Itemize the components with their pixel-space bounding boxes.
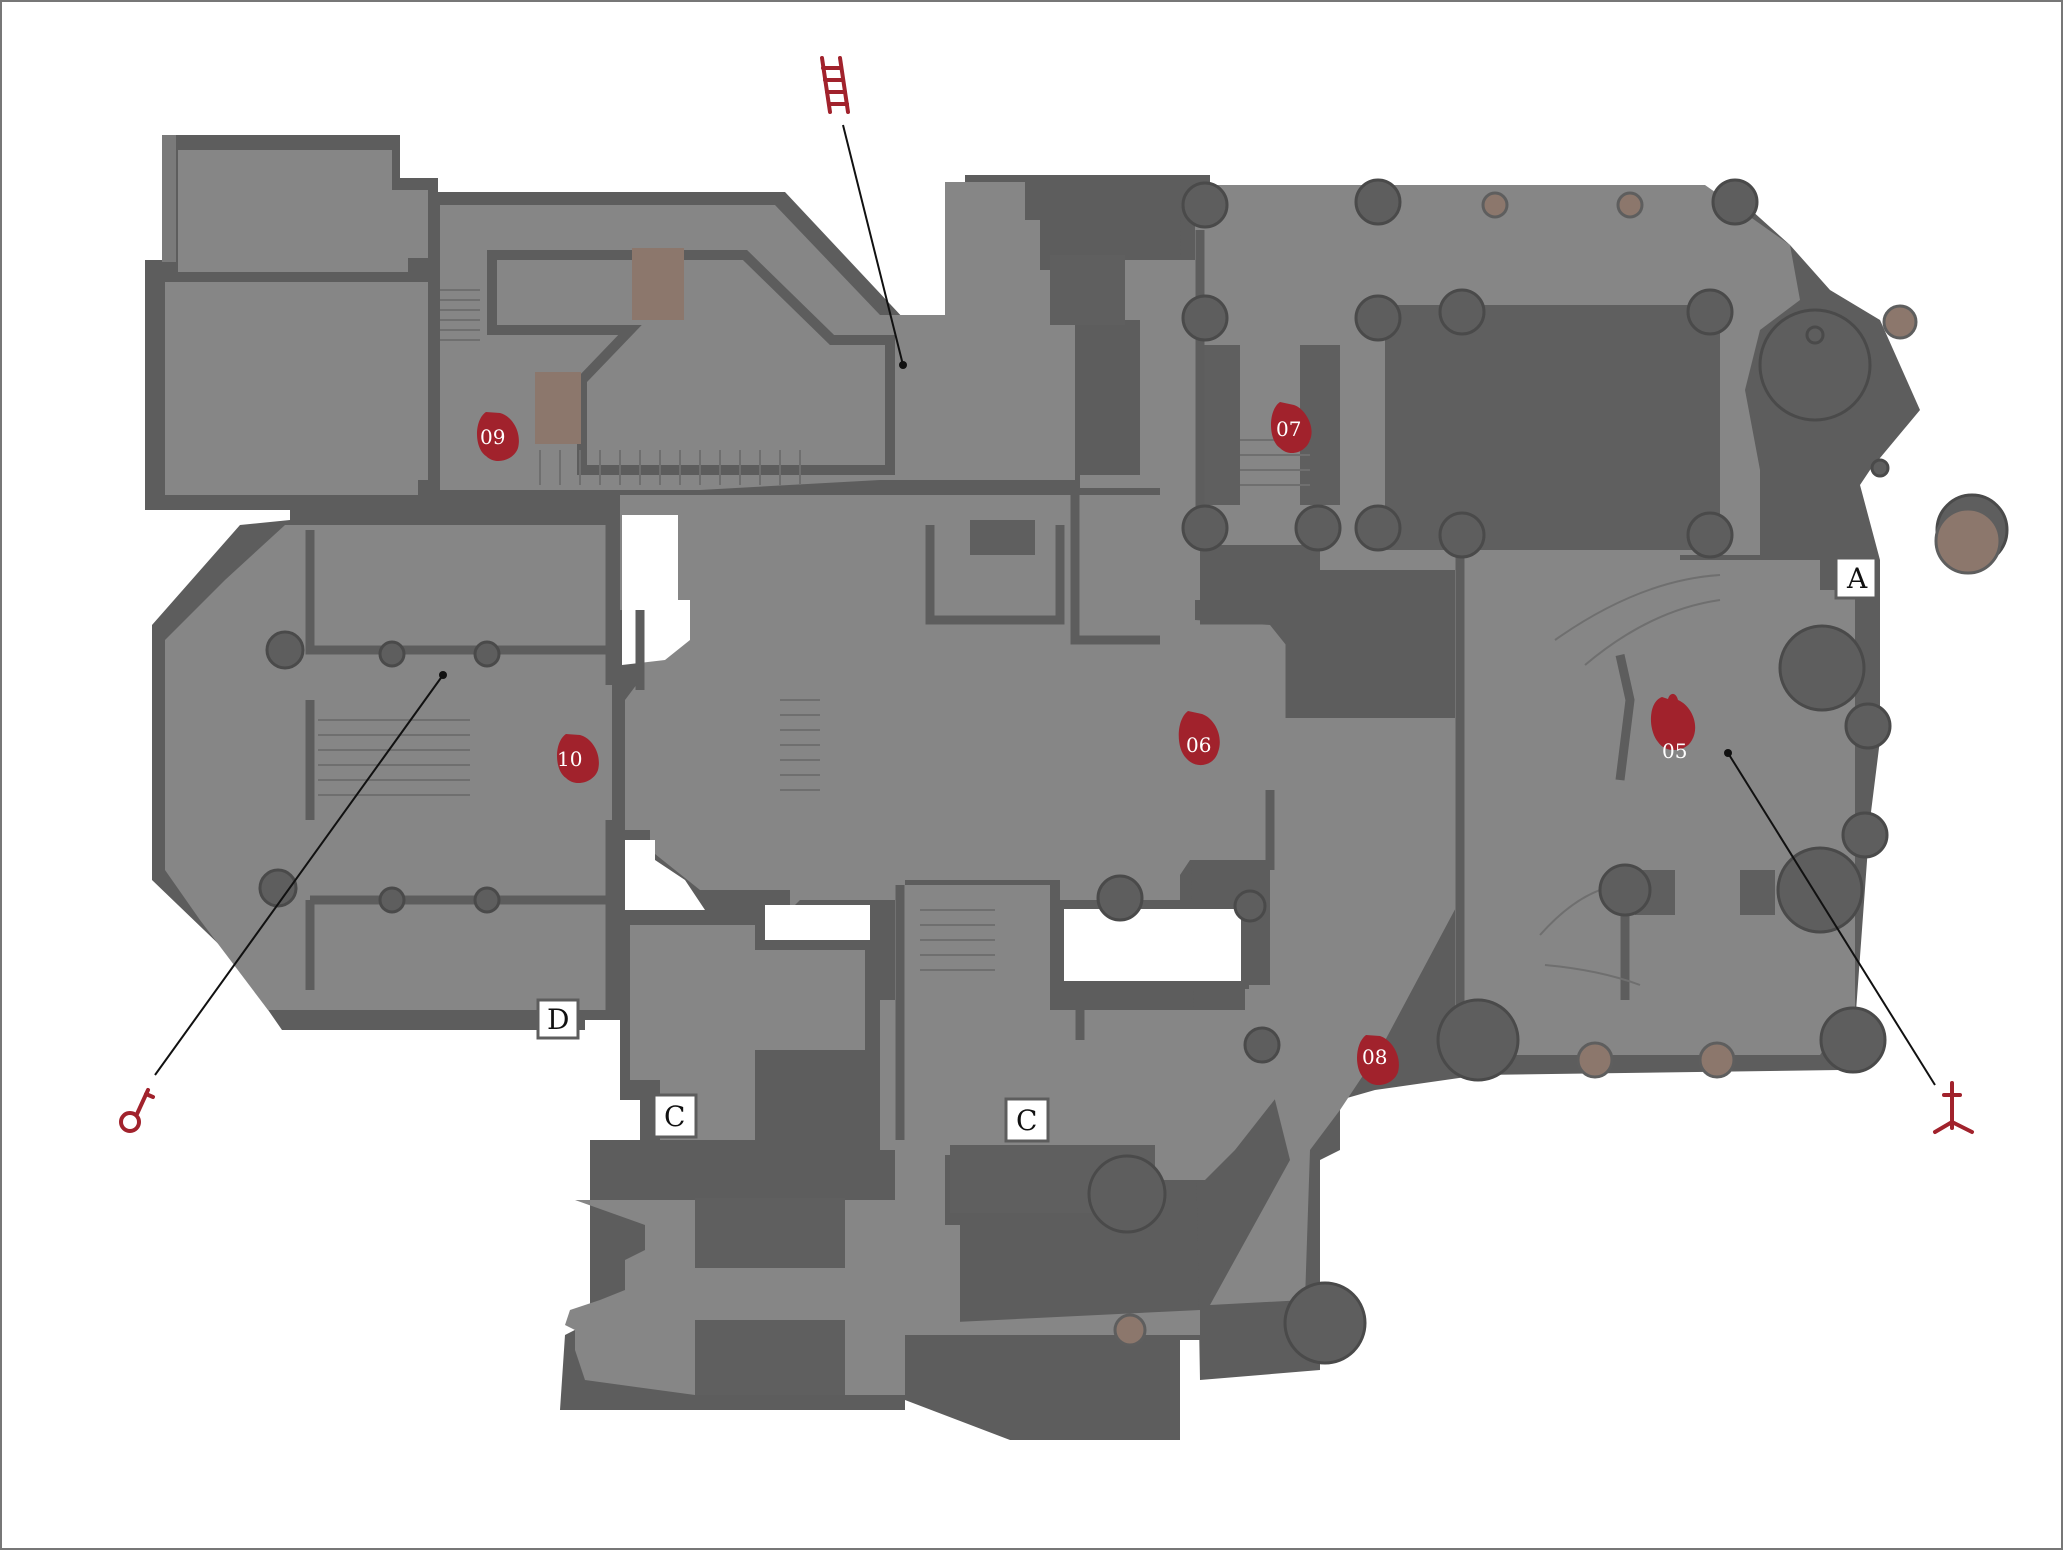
marker-05[interactable]: 05	[1650, 693, 1696, 763]
key-icon[interactable]	[119, 1088, 155, 1133]
marker-label: 09	[480, 425, 505, 449]
marker-label: 07	[1276, 417, 1301, 441]
marker-label: 05	[1662, 739, 1687, 763]
door-c2[interactable]: C	[1004, 1097, 1050, 1143]
marker-07[interactable]: 07	[1271, 402, 1312, 454]
stairs-west	[318, 719, 470, 796]
ladder-icon[interactable]	[820, 56, 850, 114]
marker-09[interactable]: 09	[477, 412, 519, 462]
door-c1[interactable]: C	[652, 1093, 698, 1139]
door-label: A	[1846, 562, 1868, 595]
door-a[interactable]: A	[1834, 556, 1878, 600]
stairs-south	[920, 909, 995, 971]
door-label: D	[547, 1003, 569, 1036]
stairs-central	[780, 699, 820, 791]
stairs-north	[539, 450, 801, 485]
pillars	[258, 178, 2009, 1365]
marker-10[interactable]: 10	[557, 734, 599, 784]
marker-06[interactable]: 06	[1178, 711, 1220, 766]
door-label: C	[1016, 1104, 1037, 1137]
marker-08[interactable]: 08	[1357, 1035, 1399, 1086]
door-label: C	[664, 1100, 685, 1133]
door-d[interactable]: D	[536, 998, 580, 1040]
dark-hall-block	[1385, 305, 1720, 550]
dark-rooms	[535, 248, 1775, 1395]
leader-lines	[154, 124, 1936, 1086]
marker-label: 06	[1186, 733, 1211, 757]
stairs-nw	[440, 289, 480, 341]
lever-icon[interactable]	[1933, 1081, 1974, 1134]
marker-label: 08	[1362, 1045, 1387, 1069]
marker-label: 10	[557, 747, 582, 771]
